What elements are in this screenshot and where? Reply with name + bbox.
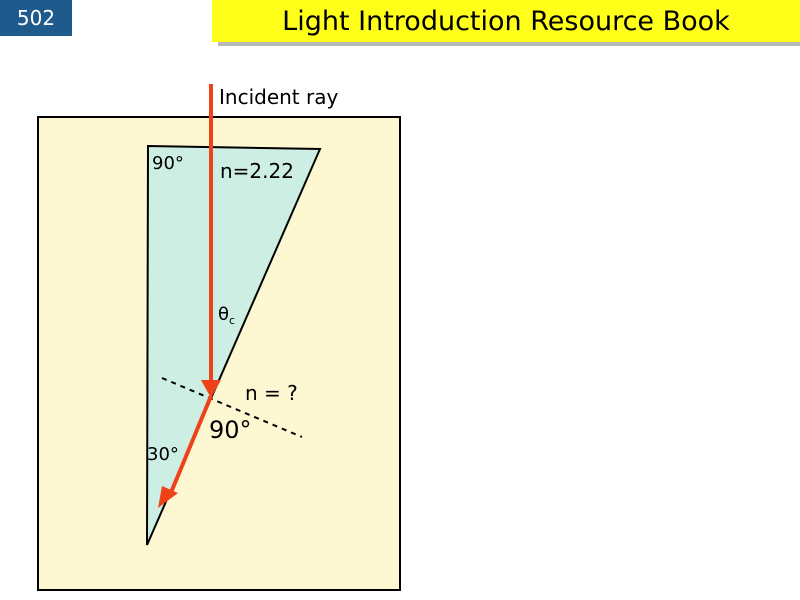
prism-index-label: n=2.22 <box>220 159 294 183</box>
refracted-ray-arrowhead <box>158 486 178 508</box>
incident-ray-arrowhead <box>201 380 221 398</box>
theta-subscript: c <box>229 314 235 327</box>
right-angle-label: 90° <box>209 416 252 444</box>
critical-angle-label: θc <box>218 304 235 327</box>
theta-symbol: θ <box>218 304 229 325</box>
unknown-index-label: n = ? <box>245 381 298 405</box>
top-angle-label: 90° <box>152 153 184 174</box>
page-number-badge: 502 <box>0 0 72 36</box>
bottom-angle-label: 30° <box>147 444 179 465</box>
title-banner: Light Introduction Resource Book <box>212 0 800 42</box>
refracted-ray <box>168 395 213 496</box>
incident-ray-label: Incident ray <box>219 85 338 109</box>
